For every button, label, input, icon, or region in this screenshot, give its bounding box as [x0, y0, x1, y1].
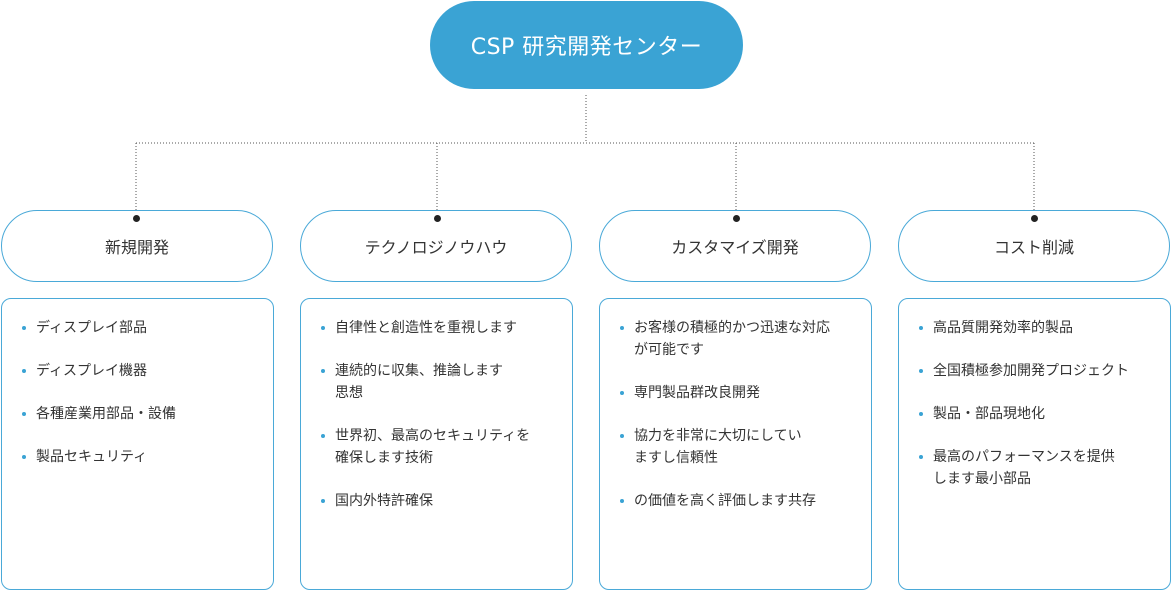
- category-custom-development: カスタマイズ開発: [599, 210, 871, 282]
- category-title: テクノロジノウハウ: [364, 238, 508, 257]
- category-new-development: 新規開発: [1, 210, 273, 282]
- panel-cost-reduction: 高品質開発効率的製品 全国積極参加開発プロジェクト 製品・部品現地化 最高のパフ…: [898, 298, 1171, 590]
- list-item: 連続的に収集、推論します思想: [319, 360, 558, 404]
- connector-dot: [133, 215, 140, 222]
- list-item: 製品・部品現地化: [917, 403, 1156, 425]
- list-item: 製品セキュリティ: [20, 446, 259, 468]
- category-title: 新規開発: [104, 238, 169, 257]
- connector-dot: [1031, 215, 1038, 222]
- list-item: ディスプレイ機器: [20, 360, 259, 382]
- list-item: 世界初、最高のセキュリティを確保します技術: [319, 425, 558, 469]
- list-item: 各種産業用部品・設備: [20, 403, 259, 425]
- panel-technology-knowhow: 自律性と創造性を重視します 連続的に収集、推論します思想 世界初、最高のセキュリ…: [300, 298, 573, 590]
- category-cost-reduction: コスト削減: [898, 210, 1170, 282]
- list-item: ディスプレイ部品: [20, 317, 259, 339]
- panel-new-development: ディスプレイ部品 ディスプレイ機器 各種産業用部品・設備 製品セキュリティ: [1, 298, 274, 590]
- root-node: CSP 研究開発センター: [430, 1, 743, 89]
- list-item: 協力を非常に大切にしていますし信頼性: [618, 425, 857, 469]
- list-item: 最高のパフォーマンスを提供します最小部品: [917, 446, 1156, 490]
- list-item: 自律性と創造性を重視します: [319, 317, 558, 339]
- connector-dot: [733, 215, 740, 222]
- list-item: の価値を高く評価します共存: [618, 490, 857, 512]
- list-item: 高品質開発効率的製品: [917, 317, 1156, 339]
- list-item: 国内外特許確保: [319, 490, 558, 512]
- list-item: 全国積極参加開発プロジェクト: [917, 360, 1156, 382]
- list-item: 専門製品群改良開発: [618, 382, 857, 404]
- connector-dot: [434, 215, 441, 222]
- list-item: お客様の積極的かつ迅速な対応が可能です: [618, 317, 857, 361]
- panel-custom-development: お客様の積極的かつ迅速な対応が可能です 専門製品群改良開発 協力を非常に大切にし…: [599, 298, 872, 590]
- category-title: コスト削減: [993, 238, 1074, 257]
- root-label: CSP 研究開発センター: [470, 35, 703, 60]
- category-title: カスタマイズ開発: [671, 238, 799, 257]
- category-technology-knowhow: テクノロジノウハウ: [300, 210, 572, 282]
